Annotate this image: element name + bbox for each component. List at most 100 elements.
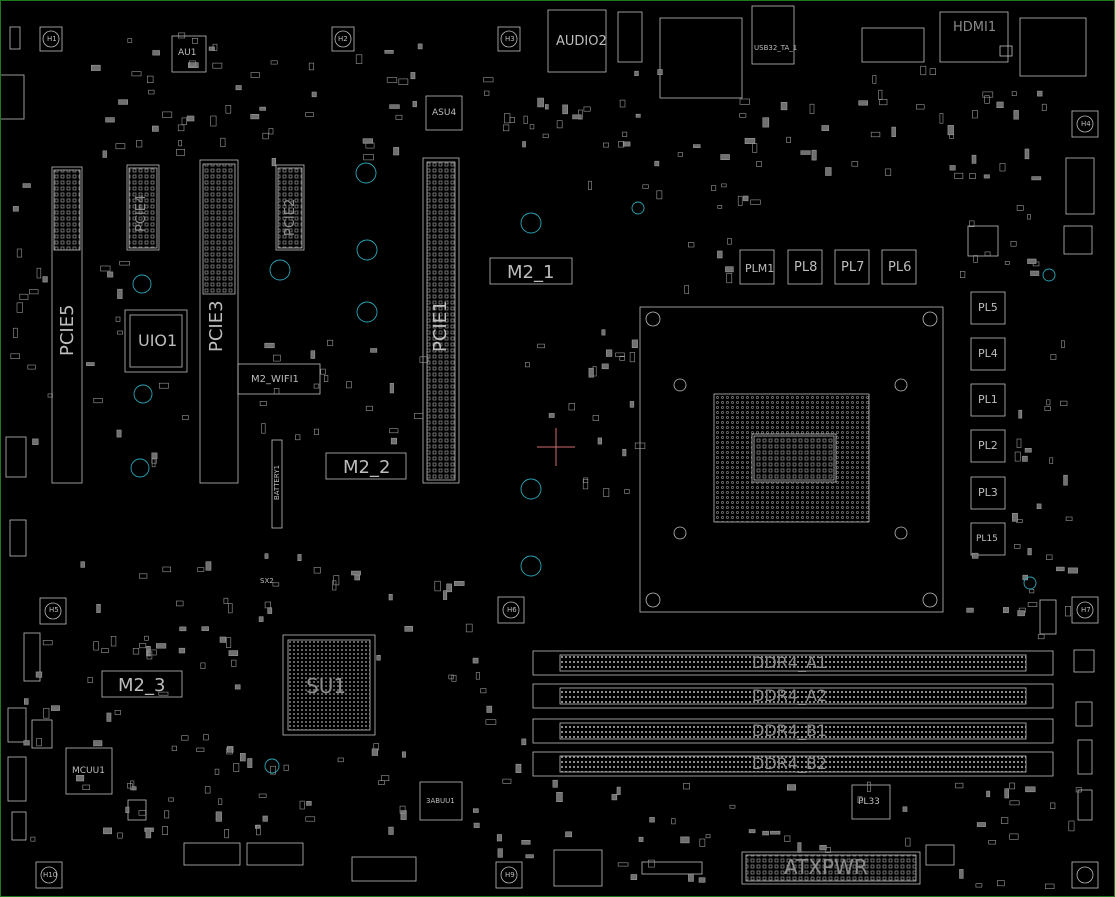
ddr4-b1-slot (532, 718, 1054, 744)
smd-component (250, 72, 260, 78)
smd-component (200, 662, 206, 669)
smd-component (16, 248, 22, 258)
smd-component (1013, 110, 1019, 120)
smd-component (393, 147, 400, 156)
smd-component (117, 330, 123, 335)
smd-component (355, 54, 363, 64)
smd-component (720, 154, 730, 160)
smd-component (42, 276, 48, 283)
smd-component (529, 124, 535, 130)
smd-component (602, 142, 609, 148)
smd-component (386, 77, 398, 83)
h2-label: H2 (338, 35, 348, 43)
smd-component (146, 651, 153, 660)
smd-component (542, 133, 549, 138)
smd-component (297, 554, 302, 562)
smd-component (448, 674, 454, 680)
smd-component (656, 190, 663, 200)
smd-component (103, 827, 113, 835)
smd-component (228, 650, 239, 656)
smd-component (80, 561, 85, 568)
smd-component (258, 793, 267, 798)
smd-component (273, 388, 280, 395)
smd-component (305, 112, 314, 117)
smd-component (28, 289, 39, 295)
smd-component (866, 781, 871, 792)
smd-component (181, 735, 189, 741)
smd-component (630, 874, 638, 880)
m2-2-slot (325, 452, 407, 480)
smd-component (162, 111, 173, 118)
smd-component (177, 124, 185, 132)
smd-component (151, 452, 158, 459)
smd-component (270, 60, 278, 65)
h10-label: H10 (43, 871, 58, 879)
smd-component (879, 99, 888, 106)
smd-component (811, 149, 817, 161)
smd-component (786, 136, 791, 143)
smd-component (748, 829, 756, 834)
smd-component (181, 117, 187, 125)
ddr4-a1-label: DDR4_A1 (752, 653, 828, 672)
smd-component (267, 607, 273, 614)
smd-component (443, 590, 448, 600)
pl6-label: PL6 (888, 260, 912, 275)
m2-1-slot (489, 257, 573, 285)
smd-component (858, 100, 869, 106)
smd-component (523, 115, 528, 124)
smd-component (497, 848, 503, 858)
smd-component (139, 643, 147, 649)
smd-component (1065, 606, 1072, 617)
smd-component (258, 616, 264, 622)
usb32-connector (751, 5, 795, 65)
smd-component (750, 199, 761, 205)
smd-component (201, 626, 209, 632)
smd-component (618, 141, 625, 148)
smd-component (310, 350, 316, 359)
ddr4-b1-label: DDR4_B1 (752, 721, 828, 740)
smd-component (164, 810, 170, 819)
smd-component (196, 747, 205, 752)
smd-component (552, 779, 558, 788)
smd-component (189, 60, 196, 67)
smd-component (333, 575, 340, 586)
smd-component (502, 124, 510, 132)
h9-label: H9 (505, 871, 515, 879)
smd-component (131, 71, 142, 77)
smd-component (262, 132, 269, 140)
m2-1-label: M2_1 (507, 262, 555, 283)
smd-component (308, 62, 315, 71)
pcie5-label: PCIE5 (57, 304, 78, 356)
smd-component (1004, 788, 1010, 799)
smd-component (404, 625, 413, 632)
smd-component (634, 70, 639, 76)
smd-component (144, 635, 149, 641)
smd-component (597, 437, 603, 445)
smd-component (1046, 399, 1051, 406)
smd-component (255, 824, 261, 829)
smd-component (1060, 400, 1068, 407)
smd-component (1067, 567, 1078, 574)
smd-component (486, 705, 493, 713)
smd-component (920, 65, 927, 76)
smd-component (226, 637, 232, 648)
smd-component (521, 738, 527, 746)
smd-component (228, 603, 233, 614)
smd-component (272, 582, 280, 587)
smd-component (136, 140, 143, 148)
smd-component (819, 844, 827, 851)
smd-component (780, 102, 788, 111)
pl8-label: PL8 (794, 260, 818, 275)
smd-component (1018, 409, 1023, 419)
smd-component (117, 288, 123, 299)
smd-component (786, 784, 796, 791)
smd-component (693, 144, 701, 149)
plm1-choke (739, 249, 775, 285)
smd-component (384, 49, 394, 54)
mcuu1-chip (65, 747, 113, 795)
smd-component (23, 698, 29, 705)
smd-component (417, 43, 423, 50)
smd-component (1045, 883, 1055, 889)
smd-component (12, 206, 19, 212)
pl3-choke (970, 476, 1006, 510)
